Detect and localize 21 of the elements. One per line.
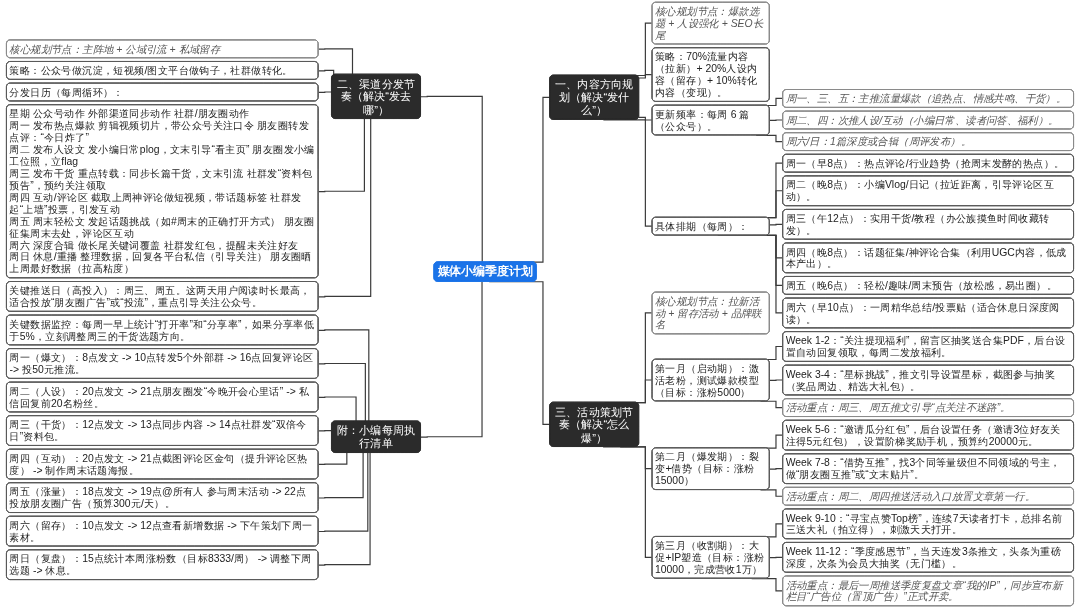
connector (317, 452, 348, 466)
connector (317, 329, 370, 422)
connector (317, 118, 372, 298)
connector (317, 452, 369, 533)
connector (769, 468, 784, 470)
connector (317, 91, 333, 94)
connector (317, 452, 371, 566)
connector (638, 116, 653, 121)
connector (317, 362, 366, 422)
connector (317, 118, 365, 193)
connector (769, 379, 784, 381)
connector (769, 223, 784, 226)
connector (638, 73, 653, 79)
connector (317, 429, 333, 433)
connector (317, 69, 335, 76)
connector (317, 396, 357, 422)
connector (317, 48, 354, 76)
connector (317, 452, 364, 499)
connector (420, 281, 483, 438)
connector (420, 95, 483, 263)
connector (769, 119, 784, 121)
